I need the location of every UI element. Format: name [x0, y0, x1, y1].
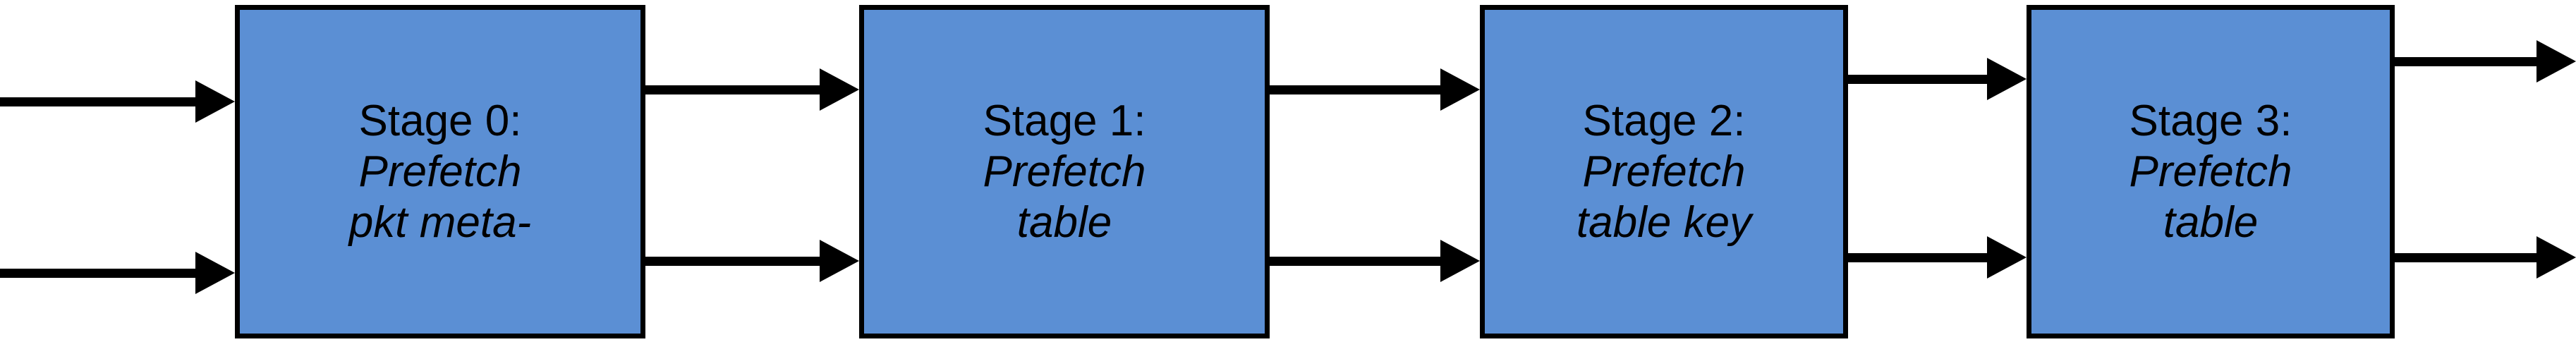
stage-subtitle-2-line-1: Prefetch — [1582, 147, 1746, 196]
stage-block-3[interactable]: Stage 3: Prefetch table — [2027, 5, 2395, 338]
stage-block-1[interactable]: Stage 1: Prefetch table — [859, 5, 1270, 338]
arrow-shaft — [1848, 253, 1989, 262]
arrow-shaft — [0, 97, 198, 106]
stage-subtitle-0-line-1: Prefetch — [358, 147, 522, 196]
arrow-shaft — [1270, 85, 1442, 94]
arrow-head — [1440, 240, 1480, 282]
arrow-head — [1440, 68, 1480, 111]
stage-title-0: Stage 0: — [358, 96, 522, 145]
stage-subtitle-3-line-2: table — [2163, 197, 2259, 247]
arrow-shaft — [1848, 75, 1989, 84]
stage-block-2[interactable]: Stage 2: Prefetch table key — [1480, 5, 1848, 338]
stage-title-2: Stage 2: — [1582, 96, 1746, 145]
arrow-shaft — [2395, 57, 2539, 66]
arrow-head — [195, 80, 235, 123]
arrow-shaft — [645, 85, 822, 94]
stage-title-3: Stage 3: — [2129, 96, 2292, 145]
arrow-head — [1987, 58, 2027, 100]
stage-subtitle-2-line-2: table key — [1576, 197, 1752, 247]
arrow-shaft — [645, 257, 822, 266]
arrow-head — [820, 240, 859, 282]
arrow-head — [820, 68, 859, 111]
stage-subtitle-1-line-1: Prefetch — [983, 147, 1146, 196]
stage-subtitle-1-line-2: table — [1016, 197, 1112, 247]
stage-block-0[interactable]: Stage 0: Prefetch pkt meta- — [235, 5, 645, 338]
arrow-head — [1987, 236, 2027, 279]
arrow-head — [2536, 236, 2576, 279]
arrow-shaft — [1270, 257, 1442, 266]
arrow-head — [2536, 40, 2576, 83]
arrow-head — [195, 252, 235, 294]
stage-title-1: Stage 1: — [983, 96, 1146, 145]
arrow-shaft — [2395, 253, 2539, 262]
stage-subtitle-3-line-1: Prefetch — [2129, 147, 2292, 196]
arrow-shaft — [0, 269, 198, 278]
stage-subtitle-0-line-2: pkt meta- — [348, 197, 532, 247]
